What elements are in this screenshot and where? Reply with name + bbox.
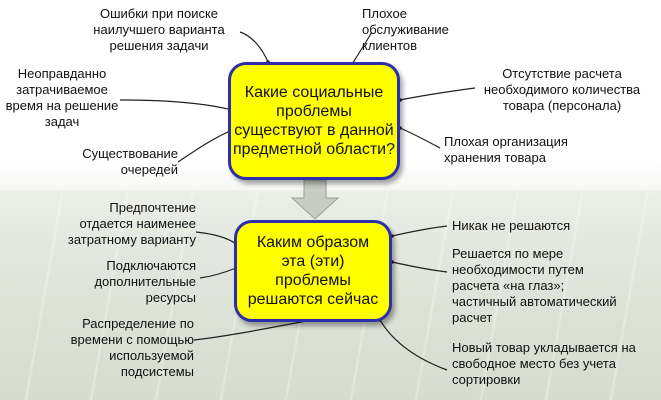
connector-bottom-left-2 (199, 267, 237, 279)
down-arrow-icon (290, 180, 340, 220)
label-top-left-2: Неоправданно затрачиваемое время на реше… (5, 66, 119, 129)
label-bottom-right-3: Новый товар укладывается на свободное ме… (452, 340, 636, 387)
node-top-text: Какие социальные проблемы существуют в д… (233, 84, 395, 158)
label-top-left-3: Существование очередей (82, 146, 178, 177)
connector-top-left-1 (239, 31, 269, 63)
connector-bottom-left-3 (193, 319, 313, 341)
connector-bottom-right-3 (379, 319, 448, 371)
label-bottom-right-2: Решается по мере необходимости путем рас… (452, 246, 617, 325)
label-top-right-3: Плохая организация хранения товара (444, 134, 568, 165)
label-top-right-2: Отсутствие расчета необходимого количест… (483, 66, 641, 113)
label-top-right-1: Плохое обслуживание клиентов (362, 6, 449, 53)
connector-top-right-2 (399, 87, 476, 101)
label-bottom-left-3: Распределение по времени с помощью испол… (70, 316, 194, 379)
connector-bottom-right-1 (391, 225, 448, 237)
label-top-left-1: Ошибки при поиске наилучшего варианта ре… (93, 6, 225, 53)
connector-top-right-3 (399, 127, 441, 149)
connector-top-left-2 (119, 99, 233, 111)
label-bottom-left-2: Подключаются дополнительные ресурсы (94, 258, 196, 305)
label-bottom-right-1: Никак не решаются (452, 218, 571, 233)
node-current-solutions-question: Каким образом эта (эти) проблемы решаютс… (234, 220, 392, 322)
node-bottom-text: Каким образом эта (эти) проблемы решаютс… (247, 234, 379, 308)
connector-top-right-1 (351, 31, 373, 65)
connector-top-left-3 (177, 129, 233, 163)
label-bottom-left-1: Предпочтение отдается наименее затратном… (67, 200, 196, 247)
connector-bottom-right-2 (391, 261, 448, 273)
connector-bottom-left-1 (195, 231, 237, 245)
node-social-problems-question: Какие социальные проблемы существуют в д… (228, 62, 400, 180)
